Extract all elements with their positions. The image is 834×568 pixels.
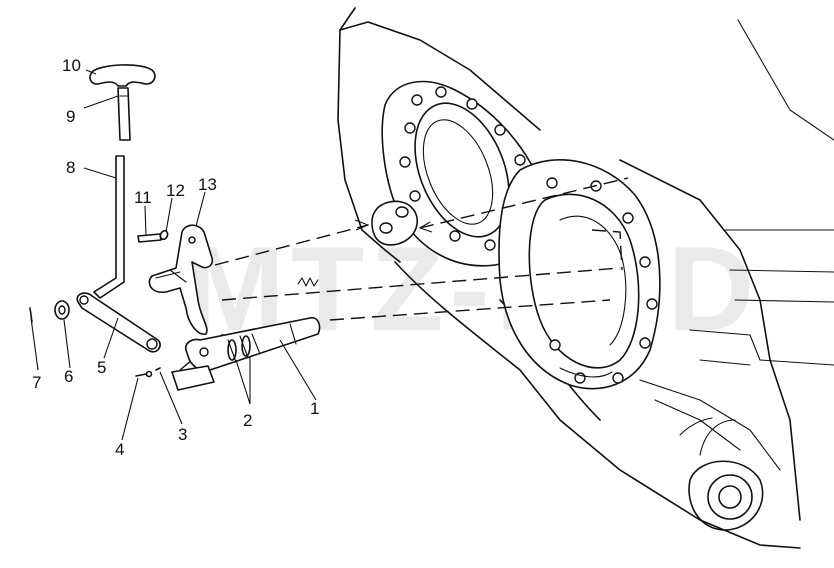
- link-bar: [76, 292, 161, 353]
- handle-rod: [117, 87, 131, 141]
- spring-pin: [155, 367, 161, 371]
- detent-spring: [297, 277, 319, 287]
- small-screw: [135, 370, 153, 378]
- callout-9: 9: [66, 107, 75, 126]
- shift-cover-flange: [498, 159, 661, 390]
- callouts: 10 9 8 11 12 13 7 6 5 4 3 2 1: [32, 56, 319, 459]
- pin: [137, 233, 162, 243]
- callout-6: 6: [64, 367, 73, 386]
- callout-3: 3: [178, 425, 187, 444]
- t-handle-knob: [89, 64, 156, 87]
- callout-4: 4: [115, 440, 124, 459]
- shift-rail: [171, 316, 321, 391]
- leader-lines: [30, 69, 317, 441]
- callout-8: 8: [66, 158, 75, 177]
- assembly-lines: [179, 177, 629, 371]
- detent-rings: [227, 335, 251, 361]
- transmission-housing: [337, 7, 834, 549]
- callout-13: 13: [198, 175, 217, 194]
- l-lever-rod: [93, 155, 125, 299]
- callout-11: 11: [134, 188, 152, 207]
- callout-2: 2: [243, 411, 252, 430]
- shift-fork: [148, 224, 214, 335]
- clip: [159, 229, 169, 241]
- callout-7: 7: [32, 373, 41, 392]
- washer: [54, 300, 70, 320]
- callout-12: 12: [166, 181, 185, 200]
- guide-plate: [371, 200, 419, 246]
- callout-5: 5: [97, 358, 106, 377]
- callout-1: 1: [310, 399, 319, 418]
- callout-10: 10: [62, 56, 81, 75]
- mounting-boss: [679, 417, 764, 531]
